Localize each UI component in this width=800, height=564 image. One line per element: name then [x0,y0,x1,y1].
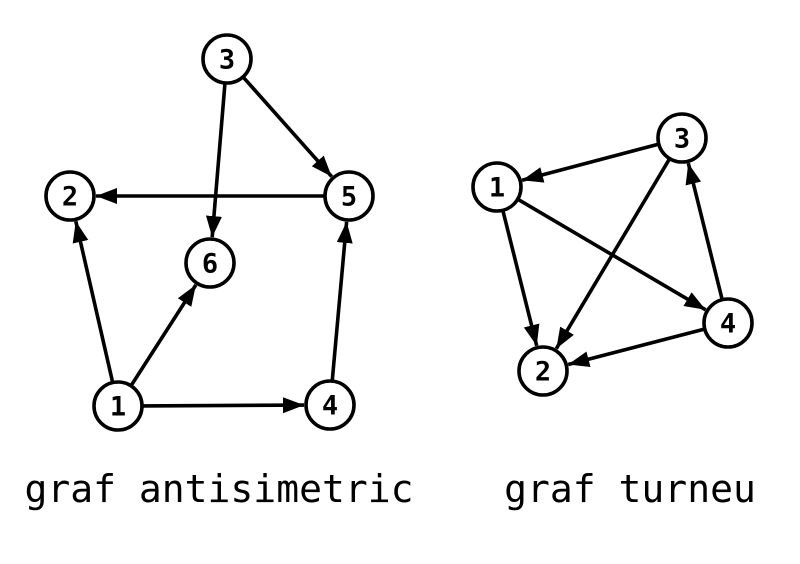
node-6-number: 6 [202,249,218,280]
node-3-number: 3 [674,124,690,155]
graph-antisimetric: 1 2 3 4 5 6 [44,33,375,432]
node-1-number: 1 [489,173,505,204]
node-1-circle [92,380,144,432]
graph-caption-turneu: graf turneu [504,467,756,511]
node-1-number: 1 [110,392,126,423]
edge-4-to-3 [685,162,724,301]
edge-4-to-2 [567,327,706,367]
edge-1-to-6 [129,283,198,387]
edge-3-to-1 [521,142,660,183]
edge-3-to-5 [241,75,334,178]
node-4-number: 4 [720,309,736,340]
graph-turneu: 1 2 3 4 [471,112,754,397]
node-2-circle [44,170,96,222]
node-5-circle [323,170,375,222]
node-1-circle [471,161,523,213]
edge-1-to-2 [501,209,540,347]
node-4-circle [304,379,356,431]
node-2-number: 2 [62,182,78,213]
node-4-circle [702,297,754,349]
node-6-circle [184,237,236,289]
edge-1-to-2 [72,220,115,384]
node-2-circle [517,345,569,397]
edge-1-to-4 [516,197,707,312]
edge-1-to-4 [141,397,305,414]
node-3-number: 3 [219,45,235,76]
graph-caption-antisimetric: graf antisimetric [24,467,414,511]
node-3-circle [656,112,708,164]
node-4-number: 4 [322,391,338,422]
node-2-number: 2 [535,357,551,388]
node-3-circle [201,33,253,85]
edge-4-to-5 [330,221,353,382]
node-5-number: 5 [341,182,357,213]
edge-3-to-6 [205,82,227,238]
